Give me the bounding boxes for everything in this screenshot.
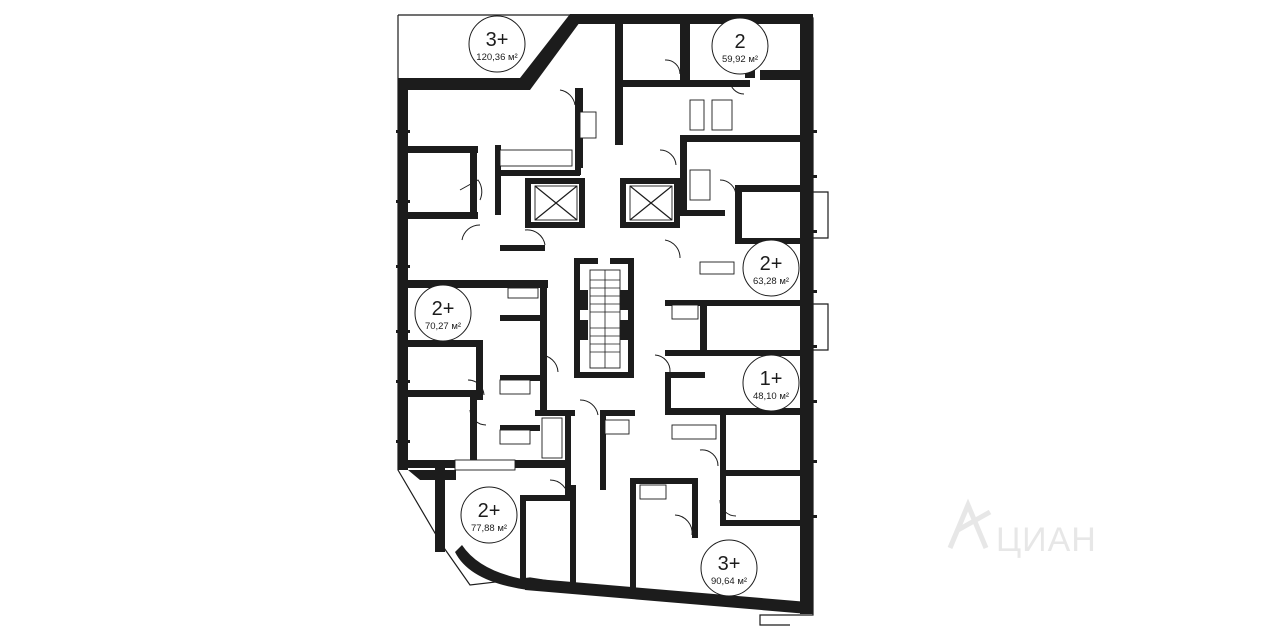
watermark: ЦИАН (947, 498, 1097, 559)
apartment-type: 2 (734, 31, 745, 53)
apartment-badge-apt-7[interactable]: 3+ 90,64 м² (700, 539, 758, 597)
apartment-area: 77,88 м² (471, 523, 507, 534)
apartment-badge-apt-4[interactable]: 2+ 70,27 м² (414, 284, 472, 342)
apartment-badge-apt-1[interactable]: 3+ 120,36 м² (468, 15, 526, 73)
balconies (813, 191, 829, 351)
apartment-area: 70,27 м² (425, 321, 461, 332)
apartment-area: 59,92 м² (722, 54, 758, 65)
apartment-area: 48,10 м² (753, 391, 789, 402)
apartment-type: 2+ (432, 298, 455, 320)
apartment-area: 120,36 м² (476, 52, 517, 63)
windows (396, 130, 817, 518)
interior-walls (408, 18, 808, 596)
apartment-badge-apt-6[interactable]: 2+ 77,88 м² (460, 486, 518, 544)
apartment-badge-apt-2[interactable]: 2 59,92 м² (711, 17, 769, 75)
apartment-type: 1+ (760, 368, 783, 390)
watermark-logo-icon (947, 498, 992, 549)
exterior-walls (398, 14, 813, 614)
apartment-area: 90,64 м² (711, 576, 747, 587)
fixtures (454, 99, 735, 500)
apartment-area: 63,28 м² (753, 276, 789, 287)
apartment-type: 2+ (760, 253, 783, 275)
watermark-text: ЦИАН (996, 521, 1097, 559)
apartment-type: 2+ (478, 500, 501, 522)
doors (459, 59, 745, 536)
apartment-type: 3+ (486, 29, 509, 51)
apartment-type: 3+ (718, 553, 741, 575)
staircase (589, 269, 621, 369)
apartment-badge-apt-5[interactable]: 1+ 48,10 м² (742, 354, 800, 412)
apartment-badge-apt-3[interactable]: 2+ 63,28 м² (742, 239, 800, 297)
elevators (534, 185, 673, 221)
